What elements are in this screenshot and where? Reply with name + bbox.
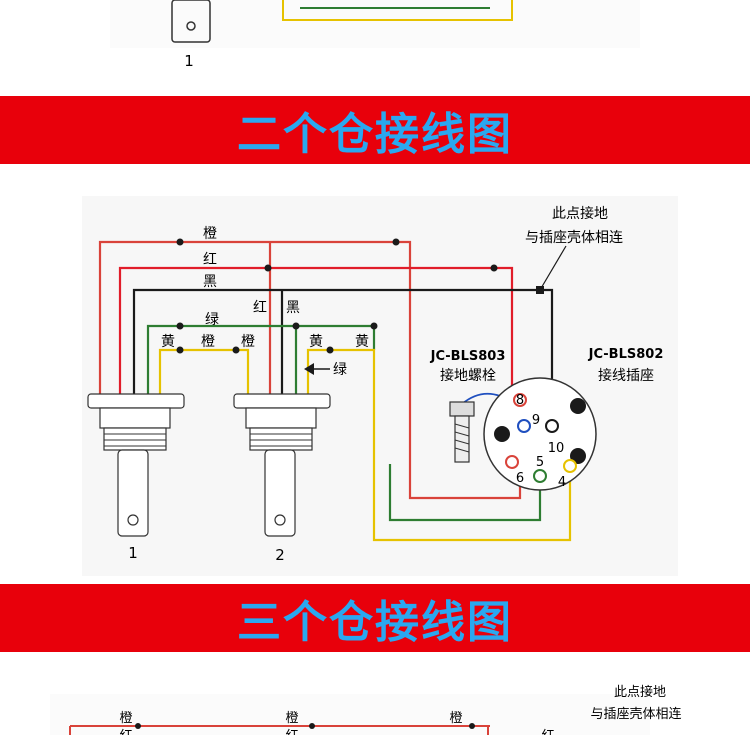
pin-6-label: 6 <box>516 471 524 486</box>
label-orange-c: 橙 <box>449 711 462 726</box>
label-red-c: 红 <box>541 728 554 735</box>
label-orange-3: 橙 <box>241 334 255 350</box>
pin-8-label: 8 <box>516 393 524 408</box>
label-black-2: 黑 <box>286 300 300 316</box>
yellow-wire <box>282 0 513 21</box>
sensor-number-label: 1 <box>184 52 194 70</box>
banner-title: 三个仓接线图 <box>237 597 513 648</box>
junction-dot <box>469 723 475 729</box>
green-wire-return <box>388 464 542 522</box>
label-orange: 橙 <box>203 226 217 242</box>
red-wire <box>118 266 514 400</box>
junction-dot <box>135 723 141 729</box>
banner-title: 二个仓接线图 <box>237 109 513 160</box>
junction-dots <box>176 238 498 354</box>
yellow-wire-2 <box>306 348 572 542</box>
label-red-2: 红 <box>253 300 267 316</box>
label-orange-a: 橙 <box>119 711 132 726</box>
ground-note-line2: 与插座壳体相连 <box>590 706 681 722</box>
pin-9-label: 9 <box>532 413 540 428</box>
label-yellow-3: 黄 <box>355 333 369 350</box>
label-orange-b: 橙 <box>285 711 298 726</box>
ground-note-line1: 此点接地 <box>614 684 666 700</box>
black-wire <box>132 288 554 402</box>
yellow-wire-1 <box>158 348 250 394</box>
banner-two-chambers: 二个仓接线图 <box>0 96 750 164</box>
ground-note-line1: 此点接地 <box>552 205 608 222</box>
paper-bg <box>50 694 650 735</box>
ground-note-line2: 与插座壳体相连 <box>525 229 623 246</box>
label-red-b: 红 <box>285 728 298 735</box>
label-black: 黑 <box>203 274 217 290</box>
two-chamber-wiring-diagram: 橙 红 黑 红 黑 绿 黄 橙 橙 黄 黄 绿 此点接地 与插座壳体相连 JC-… <box>0 164 750 584</box>
bottom-partial-svg: 此点接地 与插座壳体相连 橙 橙 橙 红 红 红 <box>50 684 682 739</box>
pin-10-label: 10 <box>548 441 565 456</box>
paper-bg <box>82 196 678 576</box>
banner-three-chambers: 三个仓接线图 <box>0 584 750 652</box>
label-red-a: 红 <box>119 728 132 735</box>
three-chamber-partial-diagram: 此点接地 与插座壳体相连 橙 橙 橙 红 红 红 <box>0 652 750 739</box>
sensor-1-number: 1 <box>128 544 138 562</box>
ground-pointer <box>539 245 567 291</box>
probe-hole <box>186 21 196 31</box>
bolt-model: JC-BLS803 <box>430 349 506 364</box>
arrow-head <box>304 363 314 375</box>
top-partial-diagram: 1 <box>0 0 750 96</box>
label-red: 红 <box>203 252 217 268</box>
socket-connector <box>483 377 597 491</box>
label-orange-2: 橙 <box>201 334 215 350</box>
socket-name: 接线插座 <box>598 367 654 384</box>
sensor-2-number: 2 <box>275 546 285 564</box>
wiring-diagram-svg: 橙 红 黑 红 黑 绿 黄 橙 橙 黄 黄 绿 此点接地 与插座壳体相连 JC-… <box>82 196 678 576</box>
socket-model: JC-BLS802 <box>588 347 664 362</box>
sensor-1 <box>87 393 185 537</box>
orange-wire <box>98 240 522 500</box>
sensor-2 <box>233 393 331 537</box>
pin-4-label: 4 <box>558 475 566 490</box>
label-green-arrow: 绿 <box>333 362 347 378</box>
label-yellow-1: 黄 <box>161 333 175 350</box>
top-partial-svg: 1 <box>110 0 640 70</box>
pin-5-label: 5 <box>536 455 544 470</box>
label-green: 绿 <box>205 312 219 328</box>
ground-bolt <box>449 401 475 463</box>
sensor-1-probe <box>171 0 211 43</box>
label-yellow-2: 黄 <box>309 333 323 350</box>
junction-dot <box>309 723 315 729</box>
bolt-name: 接地螺栓 <box>440 367 496 384</box>
green-wire <box>146 324 376 394</box>
